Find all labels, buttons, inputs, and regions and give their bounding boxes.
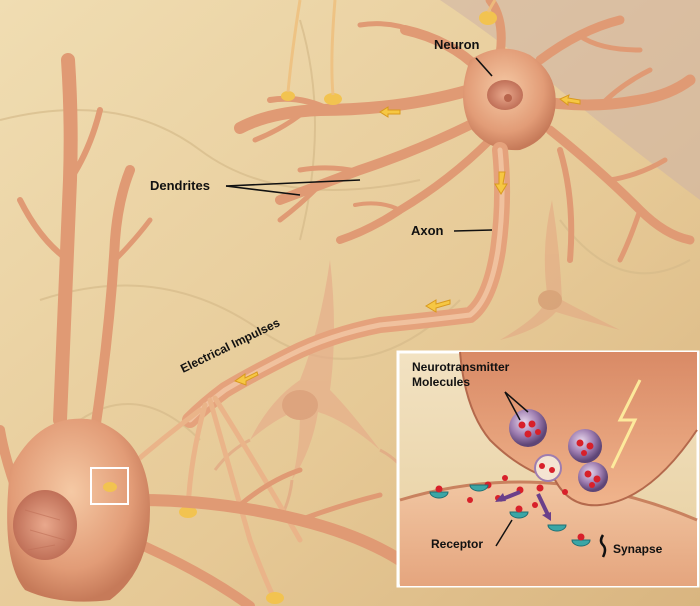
label-molecules: Molecules xyxy=(412,375,470,389)
label-axon: Axon xyxy=(411,223,444,238)
label-neuron: Neuron xyxy=(434,37,480,52)
label-dendrites: Dendrites xyxy=(150,178,210,193)
lower-neuron-nucleus xyxy=(13,490,77,560)
top-neuron-nucleus xyxy=(487,80,523,110)
label-neurotransmitter: Neurotransmitter xyxy=(412,360,510,374)
label-receptor: Receptor xyxy=(431,537,483,551)
label-synapse: Synapse xyxy=(613,542,663,556)
